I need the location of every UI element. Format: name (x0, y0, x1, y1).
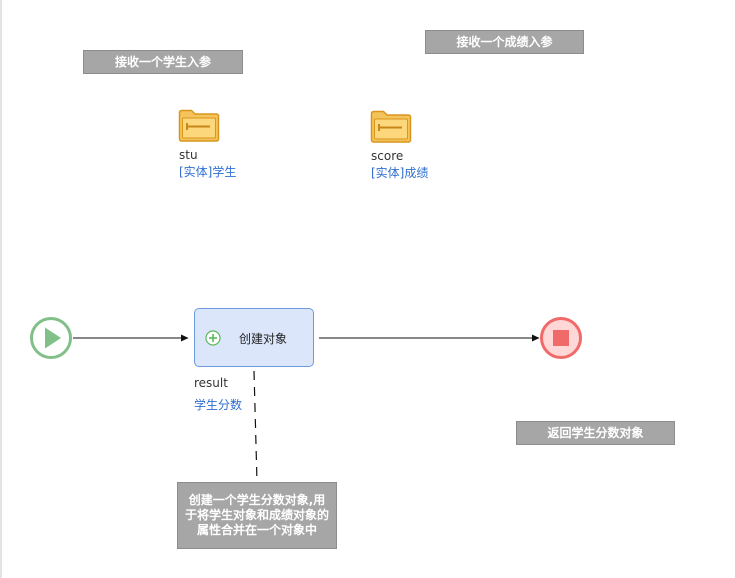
note-student-input[interactable]: 接收一个学生入参 (83, 50, 243, 74)
task-label: 创建对象 (239, 332, 288, 346)
param-score-type[interactable]: [实体]成绩 (371, 166, 429, 180)
note-student-input-text: 接收一个学生入参 (114, 54, 211, 69)
canvas-left-border (0, 0, 2, 578)
folder-icon (178, 109, 220, 142)
stop-icon (553, 330, 569, 346)
note-return-text: 返回学生分数对象 (547, 425, 644, 440)
task-output-type[interactable]: 学生分数 (194, 398, 243, 412)
folder-icon (370, 110, 412, 143)
task-output-name: result (194, 376, 228, 390)
plus-circle-icon (205, 330, 221, 346)
play-icon (45, 327, 61, 349)
param-stu-name: stu (179, 148, 198, 162)
param-score-name: score (371, 149, 404, 163)
start-event[interactable] (30, 317, 72, 359)
task-create-object[interactable]: 创建对象 (194, 308, 314, 367)
note-score-input[interactable]: 接收一个成绩入参 (425, 30, 584, 54)
note-comment-text: 创建一个学生分数对象,用于将学生对象和成绩对象的属性合并在一个对象中 (184, 493, 329, 537)
param-stu-type[interactable]: [实体]学生 (179, 165, 237, 179)
end-event[interactable] (540, 317, 582, 359)
note-comment[interactable]: 创建一个学生分数对象,用于将学生对象和成绩对象的属性合并在一个对象中 (177, 482, 337, 549)
note-return[interactable]: 返回学生分数对象 (516, 421, 675, 445)
note-score-input-text: 接收一个成绩入参 (456, 34, 553, 49)
association-line (253, 370, 258, 483)
